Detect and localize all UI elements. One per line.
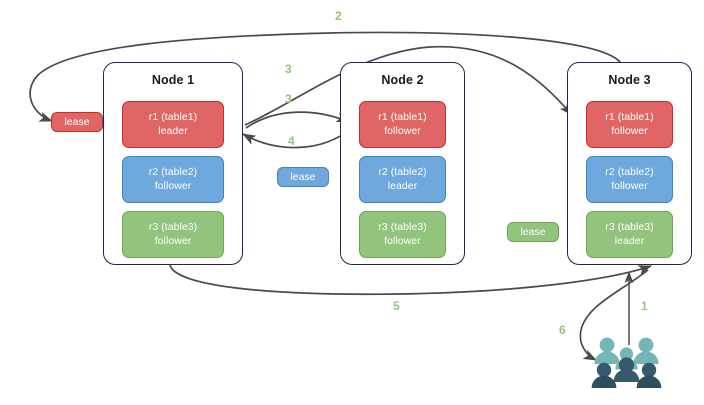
node-title: Node 3 [608, 73, 651, 87]
step-label-3a: 3 [285, 62, 292, 76]
replica-role: follower [611, 124, 648, 137]
replica-r1[interactable]: r1 (table1) leader [122, 101, 224, 148]
replica-role: follower [611, 179, 648, 192]
arrow-step-3-lower [245, 111, 350, 129]
lease-label: lease [290, 171, 316, 183]
replica-role: leader [158, 124, 188, 137]
lease-label: lease [520, 226, 546, 238]
node-box-node2[interactable]: Node 2 r1 (table1) follower r2 (table2) … [340, 62, 465, 265]
replica-name: r3 (table3) [148, 221, 198, 233]
step-label-6: 6 [559, 323, 566, 337]
step-label-3b: 3 [285, 92, 292, 106]
replica-role: leader [614, 234, 645, 247]
arrow-step-5 [169, 264, 652, 296]
step-label-5: 5 [393, 299, 400, 313]
lease-chip-r3[interactable]: lease [507, 222, 559, 242]
replica-name: r1 (table1) [605, 111, 654, 123]
replica-r1[interactable]: r1 (table1) follower [586, 101, 673, 148]
replica-role: follower [384, 124, 421, 137]
node-title: Node 2 [381, 73, 424, 87]
replica-role: follower [154, 234, 192, 247]
replica-r2[interactable]: r2 (table2) leader [359, 156, 446, 203]
replica-r3[interactable]: r3 (table3) follower [359, 211, 446, 258]
replica-name: r1 (table1) [378, 111, 427, 123]
people-group-icon [590, 336, 664, 394]
replica-name: r2 (table2) [605, 166, 654, 178]
replica-name: r3 (table3) [378, 221, 427, 233]
step-label-4: 4 [288, 134, 295, 148]
replica-r3[interactable]: r3 (table3) leader [586, 211, 673, 258]
people-group-svg [591, 337, 662, 388]
node-box-node3[interactable]: Node 3 r1 (table1) follower r2 (table2) … [567, 62, 692, 265]
lease-label: lease [64, 116, 90, 128]
replica-role: follower [384, 234, 421, 247]
step-label-2: 2 [335, 9, 342, 23]
replica-r2[interactable]: r2 (table2) follower [122, 156, 224, 203]
replica-name: r1 (table1) [148, 111, 198, 123]
replica-r2[interactable]: r2 (table2) follower [586, 156, 673, 203]
replica-name: r2 (table2) [148, 166, 198, 178]
replica-name: r2 (table2) [378, 166, 427, 178]
step-label-1: 1 [641, 299, 648, 313]
replica-name: r3 (table3) [605, 221, 654, 233]
replica-role: leader [387, 179, 418, 192]
arrow-step-4 [242, 127, 353, 149]
replica-r3[interactable]: r3 (table3) follower [122, 211, 224, 258]
replica-role: follower [154, 179, 192, 192]
lease-chip-r2[interactable]: lease [277, 167, 329, 187]
node-title: Node 1 [151, 73, 195, 87]
lease-chip-r1[interactable]: lease [51, 112, 103, 132]
replica-r1[interactable]: r1 (table1) follower [359, 101, 446, 148]
node-box-node1[interactable]: Node 1 r1 (table1) leader r2 (table2) fo… [103, 62, 243, 265]
